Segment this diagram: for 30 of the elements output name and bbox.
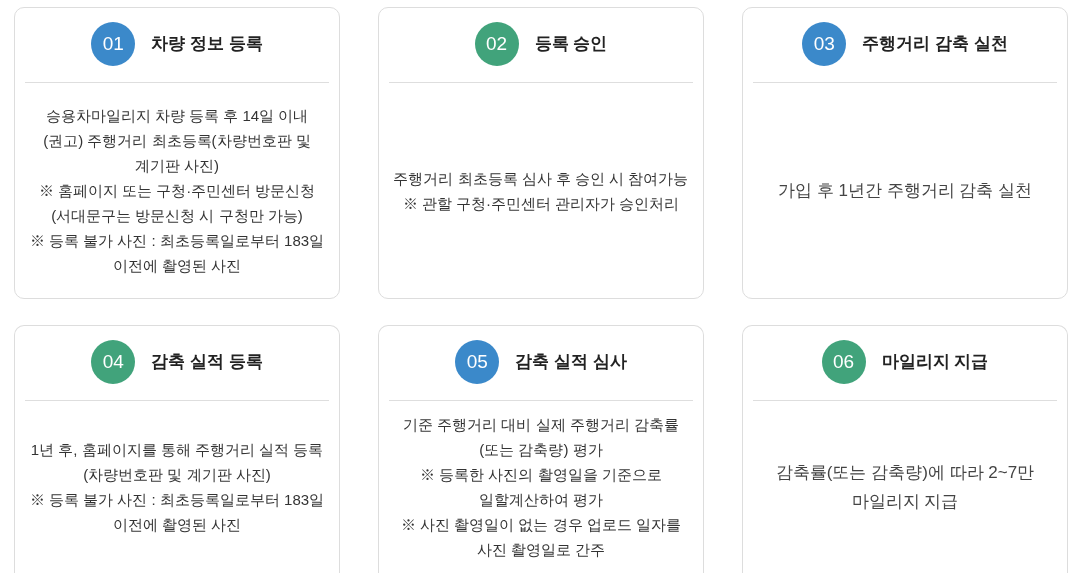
step-description: ※ 관할 구청·주민센터 관리자가 승인처리 [402,193,680,214]
step-number: 06 [821,340,866,384]
step-description: ※ 홈페이지 또는 구청·주민센터 방문신청 (서대문구는 방문신청 시 구청만 가능) [37,181,317,226]
step-description: 승용차마일리지 차량 등록 후 14일 이내 (권고) 주행거리 최초등록(차량번호판 및 계기판 사진) [42,106,312,176]
step-title: 주행거리 감축 실천 [862,33,1008,56]
step-title: 등록 승인 [534,33,608,56]
step-card [742,7,1068,299]
step-description: ※ 사진 촬영일이 없는 경우 업로드 일자를 사진 촬영일로 간주 [400,515,682,560]
step-description: ※ 등록 불가 사진 : 최초등록일로부터 183일 이전에 촬영된 사진 [28,490,326,535]
step-title: 감축 실적 심사 [515,351,627,374]
step-title: 마일리지 지급 [881,351,989,374]
step-description: 주행거리 최초등록 심사 후 승인 시 참여가능 [393,168,689,189]
step-description: 가입 후 1년간 주행거리 감축 실천 [777,180,1033,202]
step-description: ※ 등록 불가 사진 : 최초등록일로부터 183일 이전에 촬영된 사진 [28,231,326,276]
step-number: 04 [91,340,136,384]
step-card [378,325,704,573]
step-description: ※ 등록한 사진의 촬영일을 기준으로 일할계산하여 평가 [419,465,663,510]
step-number: 03 [802,22,847,66]
step-number: 02 [474,22,519,66]
step-description: 기준 주행거리 대비 실제 주행거리 감축률 (또는 감축량) 평가 [402,415,680,460]
step-card [14,325,340,573]
step-card [742,325,1068,573]
step-title: 차량 정보 등록 [151,33,263,56]
step-number: 05 [455,340,500,384]
step-card [14,7,340,299]
step-description: 1년 후, 홈페이지를 통해 주행거리 실적 등록 (차량번호판 및 계기판 사진) [29,440,325,485]
step-description: 감축률(또는 감축량)에 따라 2~7만 마일리지 지급 [774,462,1036,513]
step-title: 감축 실적 등록 [151,351,263,374]
step-number: 01 [91,22,136,66]
step-card [378,7,704,299]
